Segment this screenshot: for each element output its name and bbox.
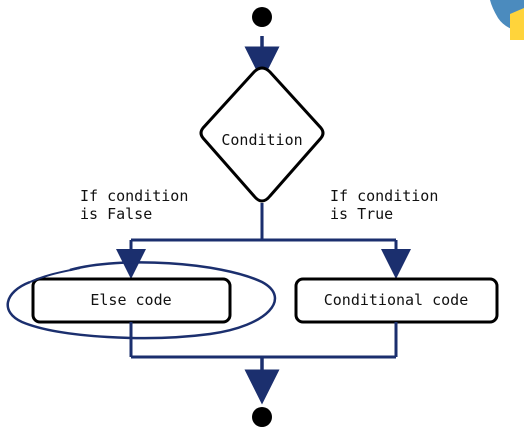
python-logo-icon — [490, 0, 524, 40]
decision-label: Condition — [221, 131, 302, 149]
conditional-code-box: Conditional code — [294, 277, 499, 324]
start-node — [252, 7, 272, 27]
conditional-code-label: Conditional code — [324, 291, 469, 309]
highlight-ellipse — [6, 261, 276, 340]
else-code-box: Else code — [31, 277, 232, 324]
end-node — [252, 407, 272, 427]
else-code-label: Else code — [90, 291, 171, 309]
decision-node: Condition — [199, 66, 325, 203]
false-branch-label: If condition is False — [80, 187, 197, 223]
true-branch-label: If condition is True — [330, 187, 447, 223]
